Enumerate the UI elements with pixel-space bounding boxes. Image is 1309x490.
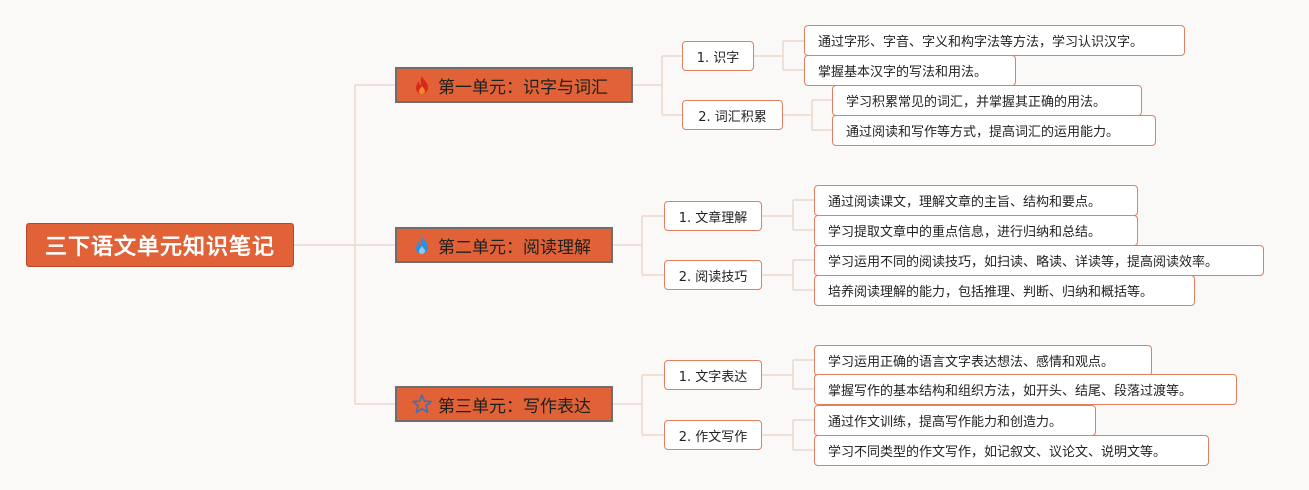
topic-2-1-node[interactable]: 1. 文章理解 <box>664 201 762 231</box>
topic-1-2-node[interactable]: 2. 词汇积累 <box>682 100 783 130</box>
topic-label: 2. 作文写作 <box>678 429 748 445</box>
point-text: 学习运用正确的语言文字表达想法、感情和观点。 <box>828 355 1115 370</box>
point-3-2-2[interactable]: 学习不同类型的作文写作，如记叙文、议论文、说明文等。 <box>814 435 1209 466</box>
point-2-1-1[interactable]: 通过阅读课文，理解文章的主旨、结构和要点。 <box>814 185 1138 216</box>
point-text: 学习运用不同的阅读技巧，如扫读、略读、详读等，提高阅读效率。 <box>828 255 1219 270</box>
topic-label: 1. 文字表达 <box>678 369 748 385</box>
point-text: 通过字形、字音、字义和构字法等方法，学习认识汉字。 <box>818 35 1144 50</box>
star-outline-icon <box>411 393 433 415</box>
point-1-2-2[interactable]: 通过阅读和写作等方式，提高词汇的运用能力。 <box>832 115 1156 146</box>
root-title: 三下语文单元知识笔记 <box>44 235 275 260</box>
topic-label: 1. 识字 <box>696 50 740 66</box>
topic-1-1-node[interactable]: 1. 识字 <box>682 41 754 71</box>
point-3-1-1[interactable]: 学习运用正确的语言文字表达想法、感情和观点。 <box>814 345 1152 376</box>
unit-2-title: 第二单元：阅读理解 <box>438 237 591 258</box>
unit-2-node[interactable]: 第二单元：阅读理解 <box>395 227 613 263</box>
point-3-2-1[interactable]: 通过作文训练，提高写作能力和创造力。 <box>814 405 1096 436</box>
point-text: 培养阅读理解的能力，包括推理、判断、归纳和概括等。 <box>828 285 1154 300</box>
unit-1-node[interactable]: 第一单元：识字与词汇 <box>395 67 633 103</box>
point-text: 掌握基本汉字的写法和用法。 <box>818 65 988 80</box>
point-1-2-1[interactable]: 学习积累常见的词汇，并掌握其正确的用法。 <box>832 85 1142 116</box>
point-1-1-1[interactable]: 通过字形、字音、字义和构字法等方法，学习认识汉字。 <box>804 25 1185 56</box>
topic-2-2-node[interactable]: 2. 阅读技巧 <box>664 260 762 290</box>
unit-3-node[interactable]: 第三单元：写作表达 <box>395 386 613 422</box>
point-text: 通过阅读和写作等方式，提高词汇的运用能力。 <box>846 125 1120 140</box>
point-2-1-2[interactable]: 学习提取文章中的重点信息，进行归纳和总结。 <box>814 215 1138 246</box>
unit-3-title: 第三单元：写作表达 <box>438 396 591 417</box>
topic-3-1-node[interactable]: 1. 文字表达 <box>664 360 762 390</box>
topic-label: 2. 阅读技巧 <box>678 269 748 285</box>
topic-label: 1. 文章理解 <box>678 210 748 226</box>
topic-3-2-node[interactable]: 2. 作文写作 <box>664 420 762 450</box>
point-2-2-1[interactable]: 学习运用不同的阅读技巧，如扫读、略读、详读等，提高阅读效率。 <box>814 245 1264 276</box>
point-text: 通过阅读课文，理解文章的主旨、结构和要点。 <box>828 195 1102 210</box>
point-2-2-2[interactable]: 培养阅读理解的能力，包括推理、判断、归纳和概括等。 <box>814 275 1195 306</box>
root-node[interactable]: 三下语文单元知识笔记 <box>26 223 294 267</box>
point-text: 学习提取文章中的重点信息，进行归纳和总结。 <box>828 225 1102 240</box>
point-text: 学习不同类型的作文写作，如记叙文、议论文、说明文等。 <box>828 445 1167 460</box>
unit-1-title: 第一单元：识字与词汇 <box>438 77 608 98</box>
point-1-1-2[interactable]: 掌握基本汉字的写法和用法。 <box>804 55 1016 86</box>
fire-icon <box>411 74 433 96</box>
point-3-1-2[interactable]: 掌握写作的基本结构和组织方法，如开头、结尾、段落过渡等。 <box>814 374 1237 405</box>
point-text: 掌握写作的基本结构和组织方法，如开头、结尾、段落过渡等。 <box>828 384 1193 399</box>
topic-label: 2. 词汇积累 <box>698 109 767 125</box>
point-text: 通过作文训练，提高写作能力和创造力。 <box>828 415 1063 430</box>
point-text: 学习积累常见的词汇，并掌握其正确的用法。 <box>846 95 1107 110</box>
flame-icon <box>411 234 433 256</box>
